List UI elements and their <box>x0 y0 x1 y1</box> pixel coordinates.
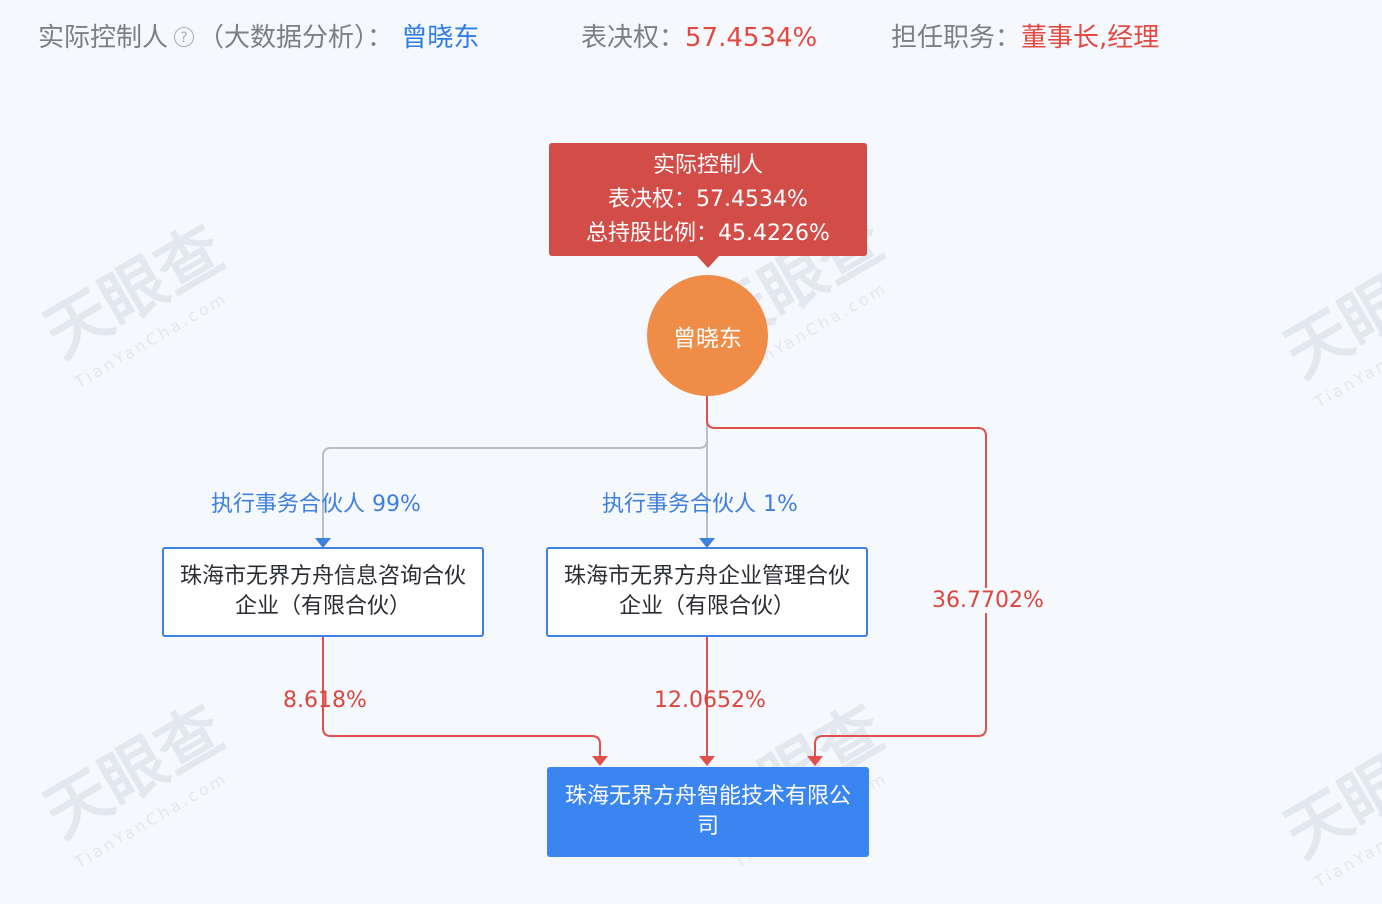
entity-1-role-label: 执行事务合伙人 99% <box>211 492 421 517</box>
entity-1-name: 珠海市无界方舟信息咨询合伙企业（有限合伙） <box>179 564 466 619</box>
person-name: 曾晓东 <box>673 325 742 352</box>
vote-value: 57.4534% <box>685 23 818 53</box>
position-value: 董事长,经理 <box>1021 23 1160 53</box>
controller-title: 实际控制人 <box>652 152 763 178</box>
arrow-entity-1 <box>315 538 331 548</box>
position-label: 担任职务： <box>891 23 1022 53</box>
position-summary: 担任职务：董事长,经理 <box>891 18 1159 58</box>
connector-person-to-entity-1 <box>322 396 708 540</box>
entity-2-stake-label: 12.0652% <box>654 688 766 713</box>
controller-name-link[interactable]: 曾晓东 <box>401 23 480 53</box>
arrow-entity-2 <box>699 538 715 548</box>
direct-stake-label: 36.7702% <box>930 588 1046 613</box>
controller-summary: 实际控制人?（大数据分析）： 曾晓东 <box>38 18 479 58</box>
controller-vote: 表决权：57.4534% <box>608 186 808 212</box>
entity-1-stake-label: 8.618% <box>283 688 367 713</box>
vote-summary: 表决权：57.4534% <box>581 18 817 58</box>
help-icon[interactable]: ? <box>174 26 195 47</box>
controller-label: 实际控制人 <box>38 23 169 53</box>
arrow-target-1 <box>592 756 608 766</box>
connector-entity-1-to-target <box>322 636 601 758</box>
target-company-node[interactable]: 珠海无界方舟智能技术有限公司 <box>547 767 869 857</box>
vote-label: 表决权： <box>581 23 686 53</box>
controller-total-share: 总持股比例：45.4226% <box>586 220 830 246</box>
controller-box-pointer <box>697 256 719 268</box>
separator: ： <box>367 23 394 53</box>
person-node[interactable]: 曾晓东 <box>647 275 768 396</box>
connector-direct-stake <box>706 396 987 758</box>
entity-2-role-label: 执行事务合伙人 1% <box>602 492 798 517</box>
entity-node-2[interactable]: 珠海市无界方舟企业管理合伙企业（有限合伙） <box>546 547 868 637</box>
controller-note: （大数据分析） <box>198 23 368 53</box>
arrow-target-3 <box>807 756 823 766</box>
arrow-target-2 <box>699 756 715 766</box>
header-bar: 实际控制人?（大数据分析）： 曾晓东 表决权：57.4534% 担任职务：董事长… <box>0 0 1382 76</box>
entity-node-1[interactable]: 珠海市无界方舟信息咨询合伙企业（有限合伙） <box>162 547 484 637</box>
controller-box: 实际控制人 表决权：57.4534% 总持股比例：45.4226% <box>549 143 867 256</box>
target-company-name: 珠海无界方舟智能技术有限公司 <box>564 784 851 839</box>
entity-2-name: 珠海市无界方舟企业管理合伙企业（有限合伙） <box>563 564 850 619</box>
